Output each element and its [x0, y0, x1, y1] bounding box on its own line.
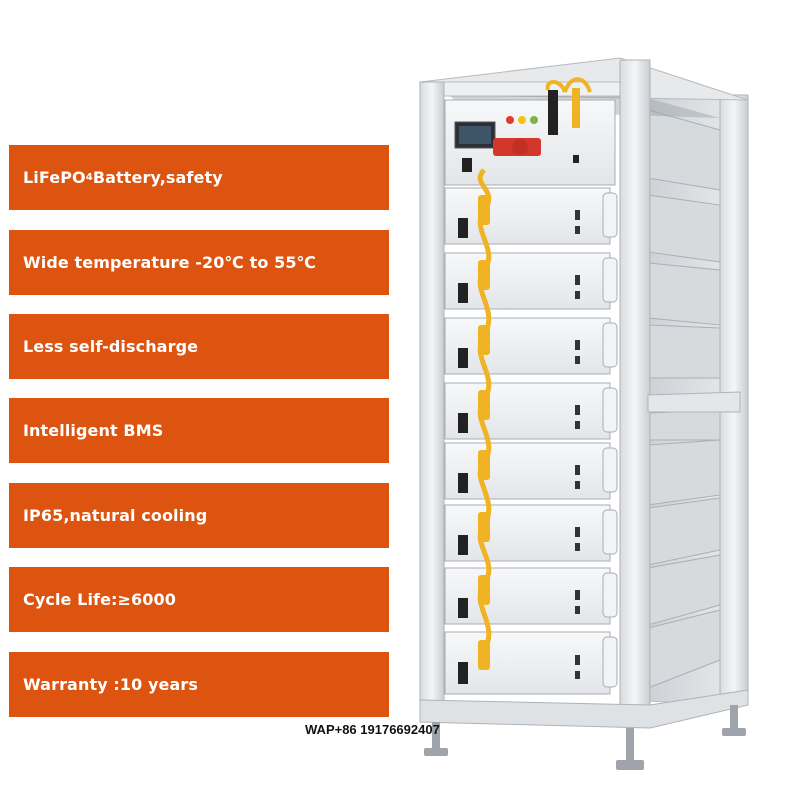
feature-text-rest: Battery,safety [92, 168, 223, 187]
feature-text: Intelligent BMS [23, 421, 164, 440]
feature-subscript: 4 [85, 172, 93, 183]
rack-feet [424, 705, 746, 770]
feature-text: Less self-discharge [23, 337, 199, 356]
battery-module [444, 187, 618, 245]
control-module [444, 77, 616, 186]
feature-self-discharge: Less self-discharge [9, 314, 389, 379]
feature-text: IP65,natural cooling [23, 506, 208, 525]
battery-module [444, 252, 618, 310]
battery-module [444, 382, 618, 440]
feature-text: LiFePO [23, 168, 86, 187]
battery-module [444, 631, 618, 695]
feature-cycle-life: Cycle Life:≥6000 [9, 567, 389, 632]
battery-module [444, 442, 618, 500]
cable-chain [477, 168, 492, 652]
feature-text: Warranty :10 years [23, 675, 199, 694]
battery-module [444, 317, 618, 375]
battery-module [444, 567, 618, 625]
contact-text: WAP+86 19176692407 [305, 722, 440, 737]
feature-text: Cycle Life:≥6000 [23, 590, 176, 609]
feature-bms: Intelligent BMS [9, 398, 389, 463]
side-shelves [647, 109, 721, 689]
feature-text: Wide temperature -20℃ to 55℃ [23, 253, 317, 272]
battery-modules [444, 187, 618, 695]
feature-ip65: IP65,natural cooling [9, 483, 389, 548]
battery-module [444, 504, 618, 562]
feature-temperature: Wide temperature -20℃ to 55℃ [9, 230, 389, 295]
feature-warranty: Warranty :10 years [9, 652, 389, 717]
